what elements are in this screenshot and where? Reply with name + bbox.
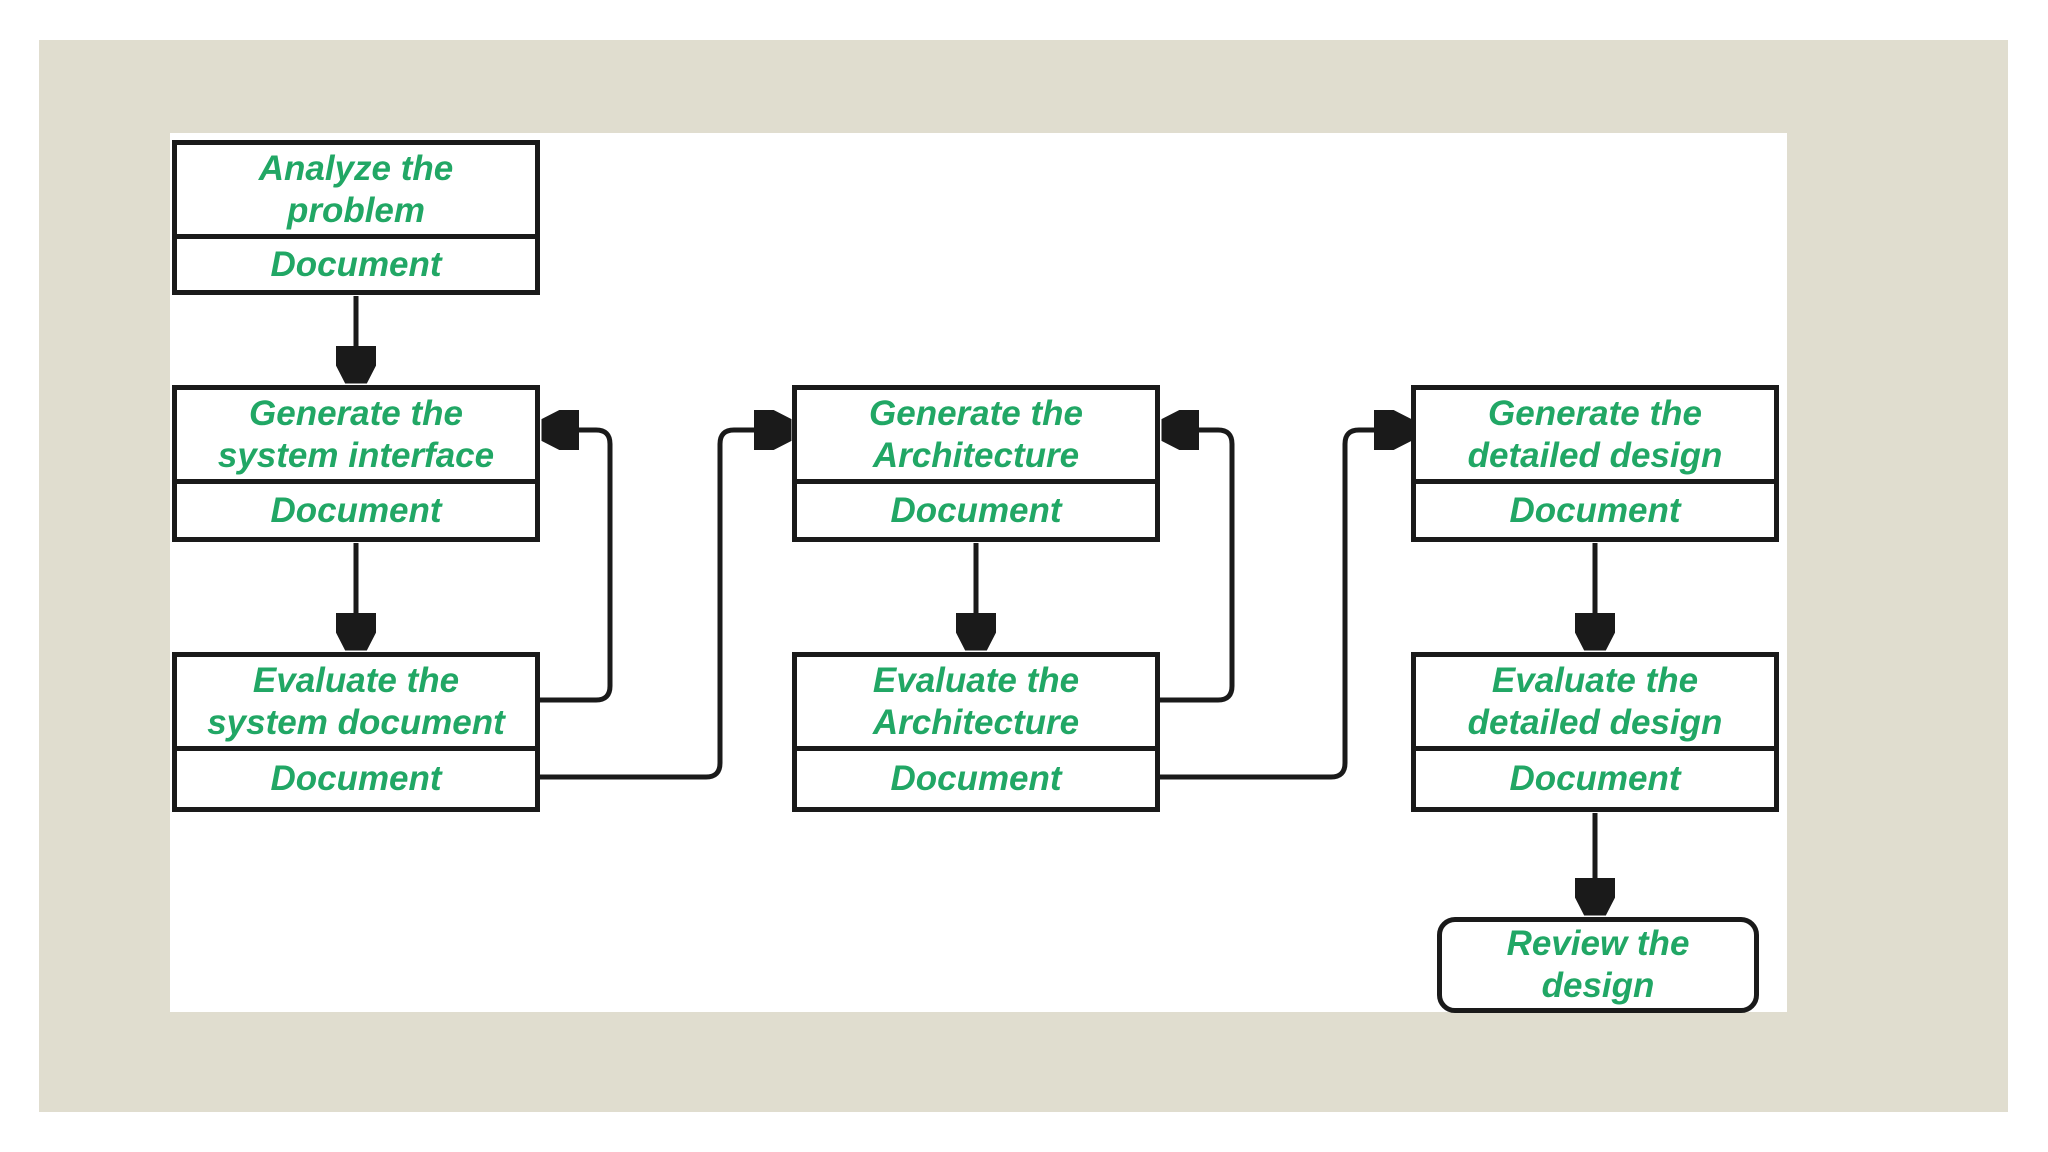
node-title: Evaluate the detailed design (1416, 657, 1774, 751)
document-compartment: Document (1509, 490, 1681, 530)
node-evaluate-architecture: Evaluate the Architecture Document (792, 652, 1160, 812)
node-evaluate-system-document: Evaluate the system document Document (172, 652, 540, 812)
node-title: Generate the Architecture (797, 390, 1155, 484)
document-compartment: Document (890, 759, 1062, 798)
document-compartment: Document (270, 759, 442, 798)
node-generate-system-interface: Generate the system interface Document (172, 385, 540, 542)
node-evaluate-detailed-design: Evaluate the detailed design Document (1411, 652, 1779, 812)
node-title: Generate the detailed design (1416, 390, 1774, 484)
node-title: Evaluate the system document (177, 657, 535, 751)
node-title: Generate the system interface (177, 390, 535, 484)
node-generate-detailed-design: Generate the detailed design Document (1411, 385, 1779, 542)
node-analyze-problem: Analyze the problem Document (172, 140, 540, 295)
node-title: Evaluate the Architecture (797, 657, 1155, 751)
node-title: Analyze the problem (177, 145, 535, 239)
document-compartment: Document (890, 490, 1062, 530)
document-compartment: Document (1509, 759, 1681, 798)
node-review-design: Review the design (1437, 917, 1759, 1013)
document-compartment: Document (270, 244, 442, 284)
node-generate-architecture: Generate the Architecture Document (792, 385, 1160, 542)
document-compartment: Document (270, 490, 442, 530)
